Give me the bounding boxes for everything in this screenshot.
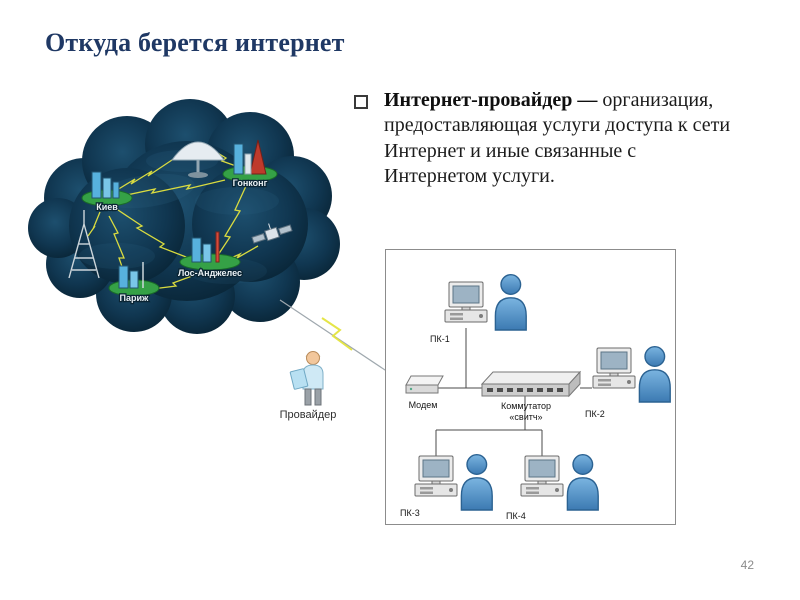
- satellite-icon: [251, 223, 293, 244]
- city-label-kiev: Киев: [96, 202, 118, 212]
- user-person-icon-1: [494, 274, 527, 331]
- city-node-hongkong: Гонконг: [222, 139, 278, 189]
- bullet-term: Интернет-провайдер —: [384, 89, 598, 111]
- lan-diagram: ПК-1 Модем Коммутатор «свитч» ПК-2: [385, 249, 676, 525]
- user-person-icon-2: [638, 346, 671, 403]
- switch-icon: [480, 370, 582, 398]
- square-bullet-icon: [354, 95, 368, 109]
- lan-cables: [435, 328, 592, 456]
- pc-icon-2: [592, 347, 636, 389]
- modem-icon: [405, 375, 444, 394]
- city-node-paris: Париж: [108, 262, 160, 304]
- pc-label-4: ПК-4: [506, 511, 526, 521]
- pc-label-3: ПК-3: [400, 508, 420, 518]
- pc-label-2: ПК-2: [585, 409, 605, 419]
- bullet-definition: организация, предоставляющая услуги дост…: [384, 89, 731, 188]
- bullet-item: Интернет-провайдер — организация, предос…: [354, 88, 754, 190]
- city-node-losangeles: Лос-Анджелес: [177, 231, 243, 279]
- pc-icon-1: [444, 281, 488, 323]
- satellite-dish-icon: [171, 141, 225, 178]
- user-person-icon-3: [460, 454, 493, 511]
- lan-diagram-canvas: ПК-1 Модем Коммутатор «свитч» ПК-2: [400, 274, 671, 521]
- city-label-paris: Париж: [120, 293, 150, 303]
- city-label-losangeles: Лос-Анджелес: [178, 268, 242, 278]
- radio-tower-icon: [68, 210, 100, 279]
- pc-icon-4: [520, 455, 564, 497]
- slide-title: Откуда берется интернет: [45, 28, 345, 57]
- pc-label-1: ПК-1: [430, 334, 450, 344]
- modem-label: Модем: [409, 400, 438, 410]
- city-label-hongkong: Гонконг: [233, 178, 268, 188]
- user-person-icon-4: [566, 454, 599, 511]
- lightning-links: [87, 151, 259, 290]
- pc-icon-3: [414, 455, 458, 497]
- switch-label-line1: Коммутатор: [501, 401, 551, 411]
- city-node-kiev: Киев: [81, 171, 133, 213]
- bullet-text: Интернет-провайдер — организация, предос…: [384, 88, 736, 190]
- page-number: 42: [740, 558, 754, 572]
- internet-cloud-illustration: Киев Гонконг Лос-Анджелес Париж: [28, 99, 340, 334]
- switch-label-line2: «свитч»: [509, 412, 542, 422]
- provider-person-icon: [289, 351, 324, 406]
- cloud-shape: [28, 99, 340, 334]
- provider-label: Провайдер: [279, 409, 337, 421]
